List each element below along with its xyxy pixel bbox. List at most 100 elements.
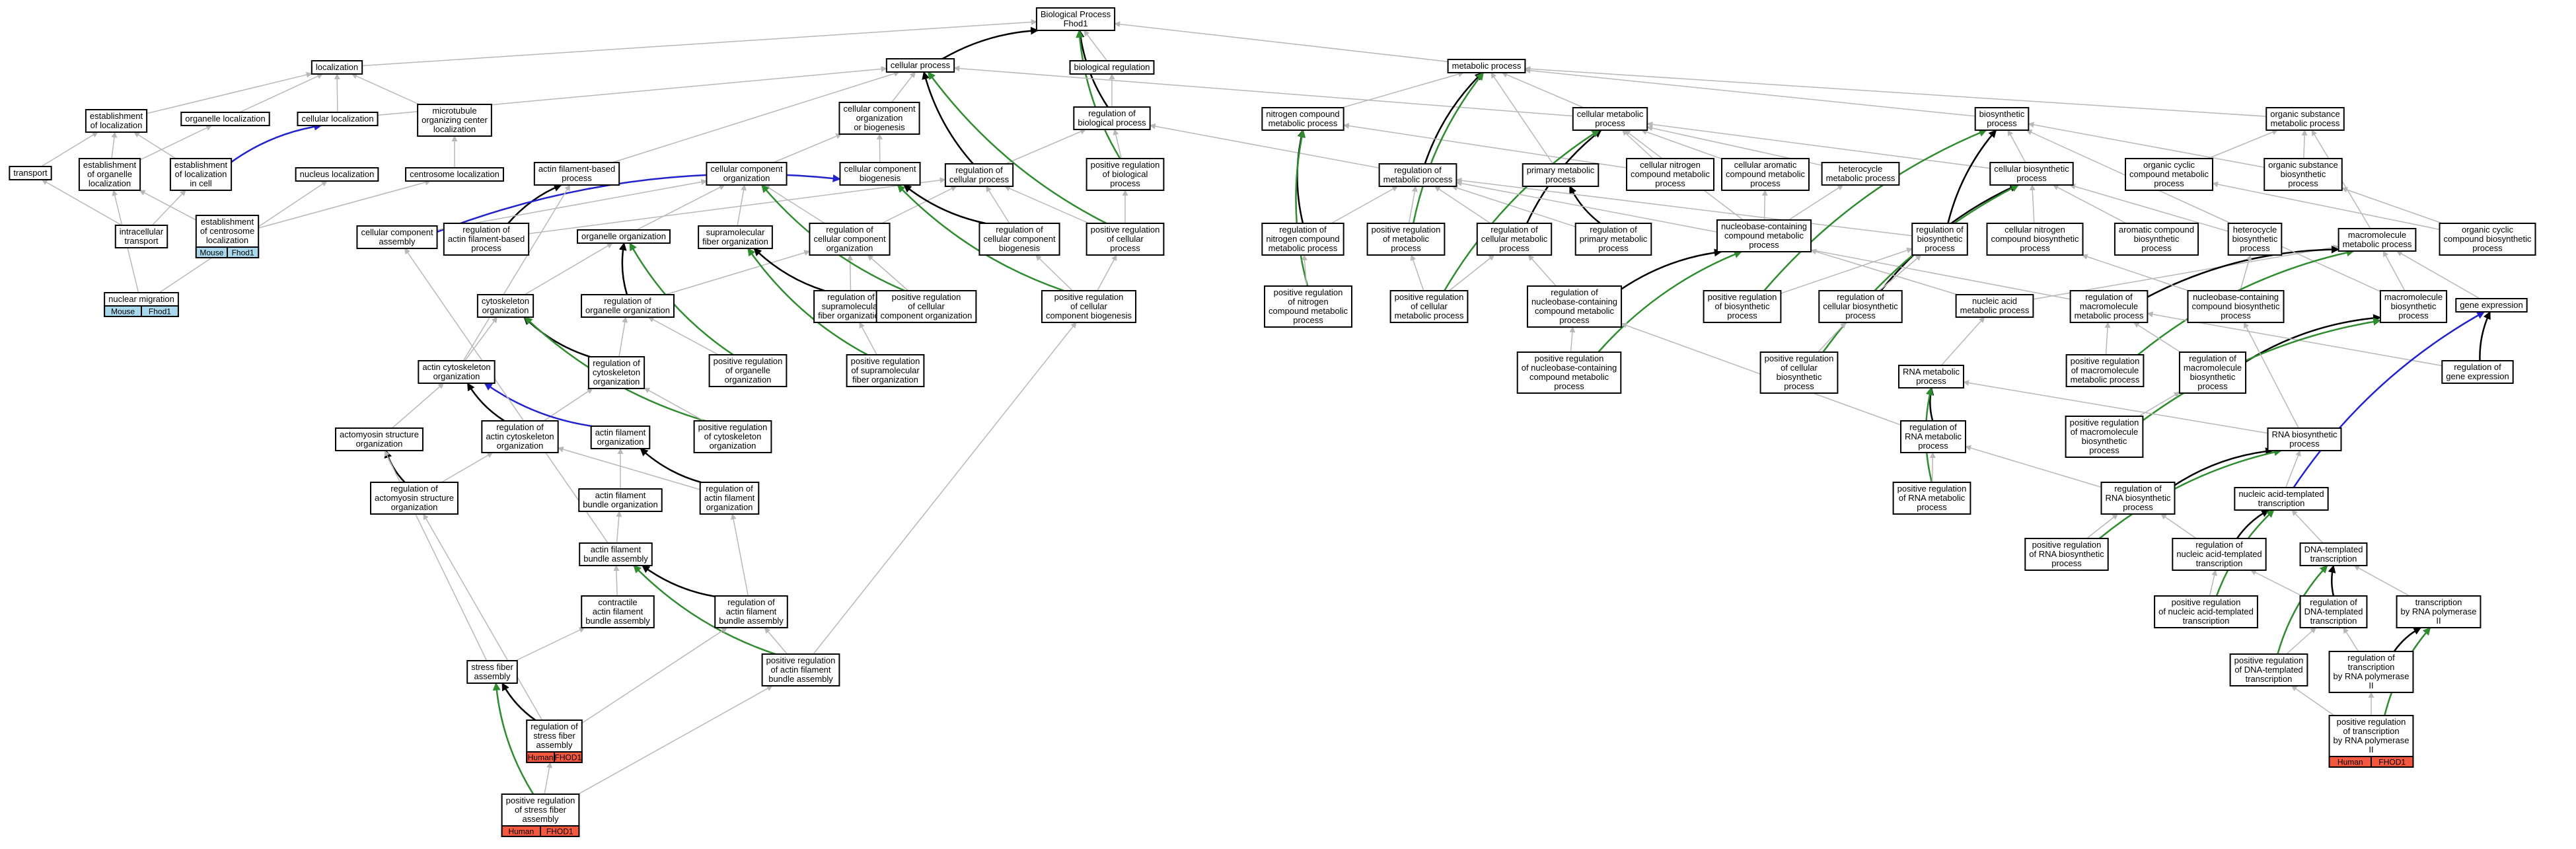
go-term-node[interactable]: metabolic process bbox=[1447, 59, 1526, 73]
go-term-node[interactable]: biological regulation bbox=[1069, 60, 1155, 75]
go-term-node[interactable]: cellular localization bbox=[297, 112, 379, 126]
go-term-node[interactable]: gene expression bbox=[2455, 298, 2528, 313]
go-term-node[interactable]: organelle localization bbox=[180, 112, 270, 126]
go-term-node[interactable]: regulation ofnucleobase-containingcompou… bbox=[1526, 285, 1623, 328]
go-term-node[interactable]: localization bbox=[311, 60, 363, 75]
go-term-node[interactable]: transport bbox=[9, 166, 52, 180]
go-term-node[interactable]: nucleus localization bbox=[295, 167, 379, 182]
go-term-node[interactable]: regulation ofmacromoleculebiosyntheticpr… bbox=[2178, 351, 2247, 394]
go-term-node[interactable]: organelle organization bbox=[577, 229, 671, 244]
go-term-node[interactable]: cellular process bbox=[885, 58, 955, 73]
